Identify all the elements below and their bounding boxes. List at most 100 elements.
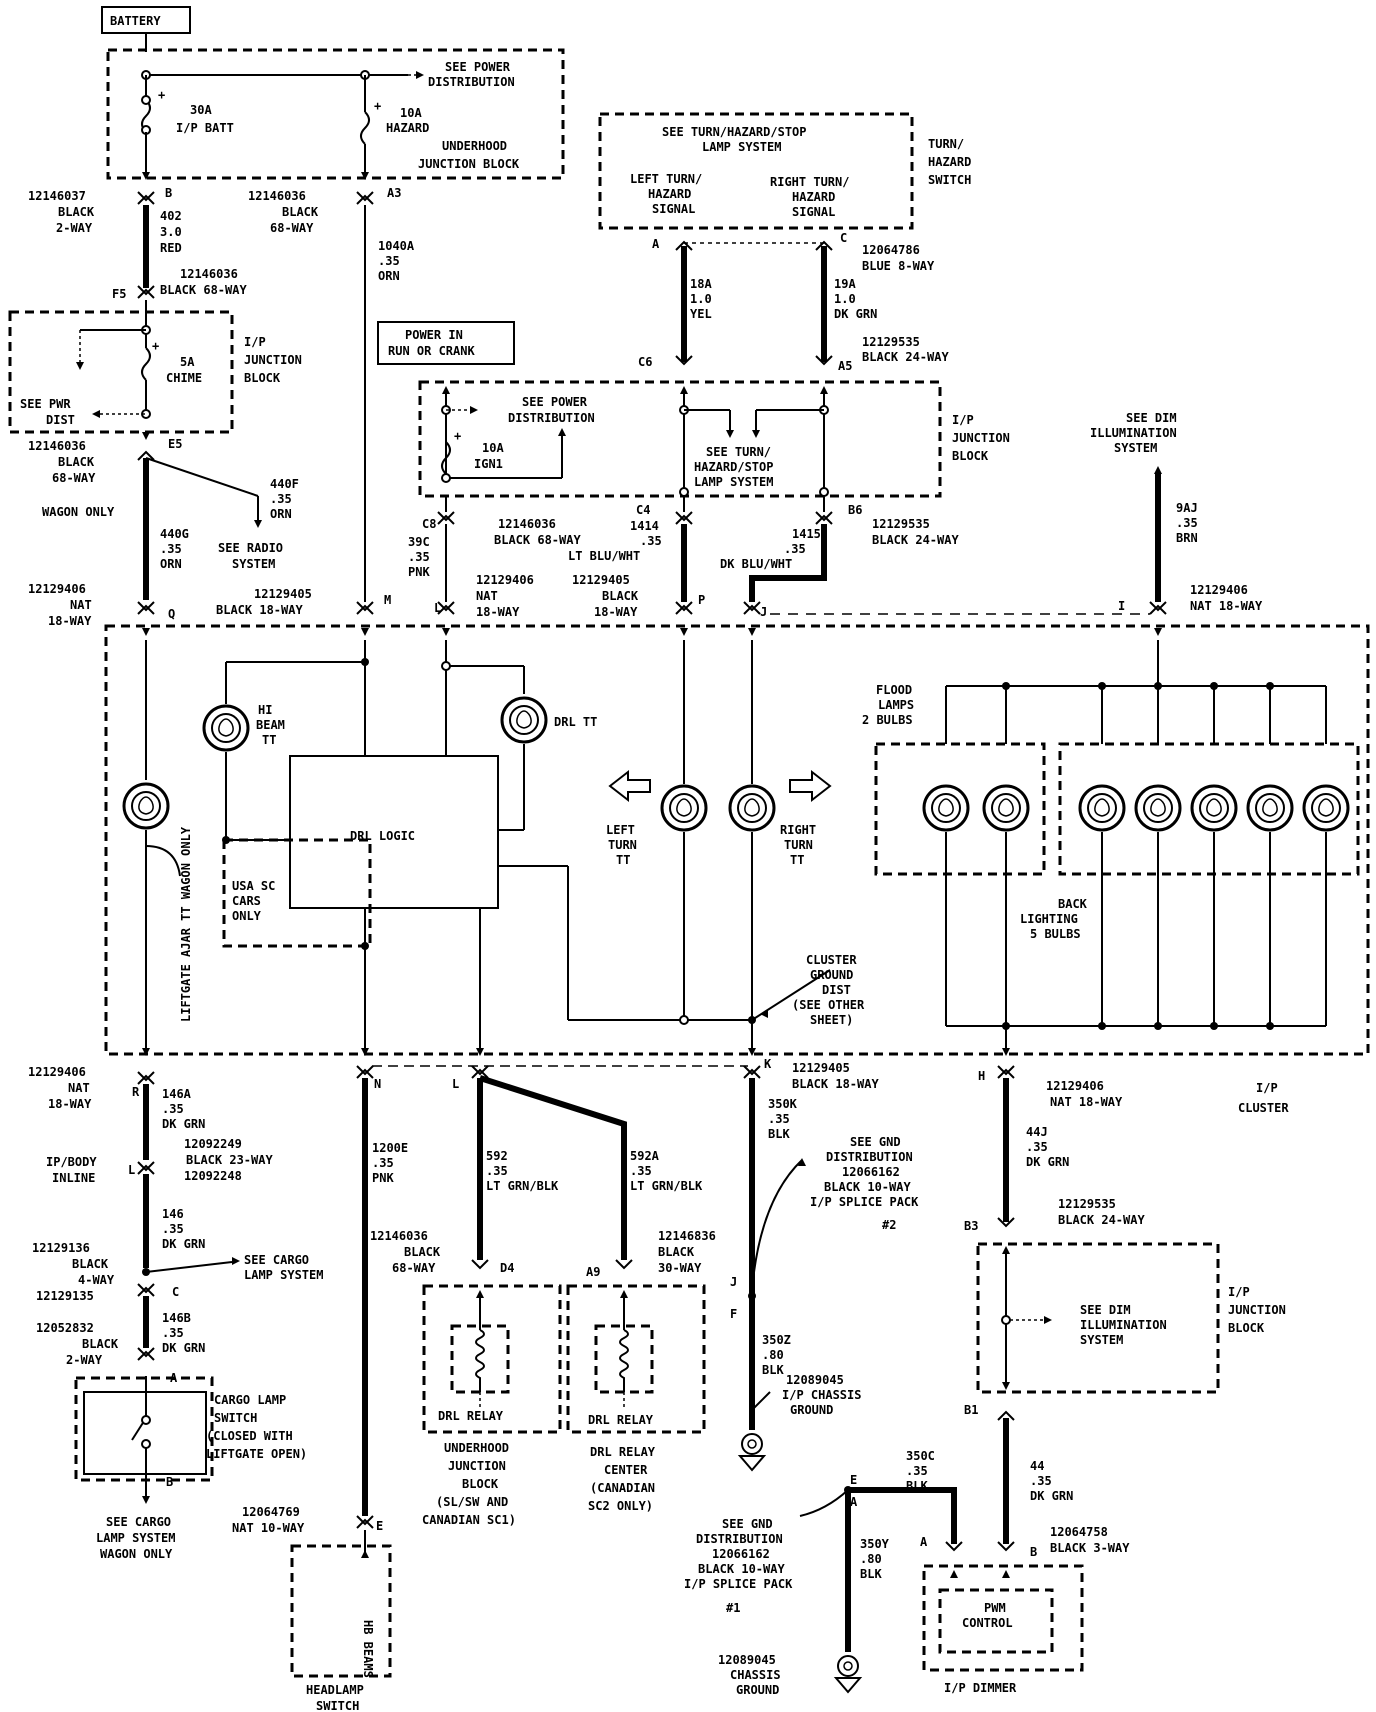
- ip-junction-block-1: [8, 310, 234, 434]
- pin-j: J: [760, 605, 767, 619]
- pin-l-3: L: [452, 1077, 459, 1091]
- fuse-plus-icon: +: [158, 88, 165, 102]
- ip-chassis-ground-icon: [739, 1433, 765, 1471]
- pin-c6: C6: [638, 355, 652, 369]
- pin-q: Q: [168, 607, 175, 621]
- chassis-ground-icon: [835, 1655, 861, 1693]
- pin-p: P: [698, 593, 705, 607]
- pin-a5: A5: [838, 359, 852, 373]
- fuse-plus-icon: +: [454, 429, 461, 443]
- left-arrow-icon: [608, 769, 651, 803]
- underhood-junction-block: [106, 48, 565, 180]
- right-arrow-icon: [789, 769, 832, 803]
- turn-hazard-switch: [598, 112, 914, 230]
- wagon-only-label: WAGON ONLY: [42, 505, 115, 519]
- drl-relay-label-2: DRL RELAY: [588, 1413, 654, 1427]
- fuse-chime-icon: [141, 347, 151, 381]
- pin-b-4: B: [1030, 1545, 1037, 1559]
- flood-lamps-box: [874, 742, 1046, 876]
- fuse-plus-icon: +: [374, 99, 381, 113]
- liftgate-ajar-bulb-icon: [122, 782, 170, 830]
- drl-tt-label: DRL TT: [554, 715, 597, 729]
- fuse-ign1-name: IGN1: [474, 457, 503, 471]
- back-lighting-box: [1058, 742, 1360, 876]
- pin-e5: E5: [168, 437, 182, 451]
- fuse-batt-amp: 30A: [190, 103, 212, 117]
- ip-cluster-box: [104, 624, 1370, 1056]
- flood-lamp-bulb-icon: [982, 784, 1030, 832]
- ip-junction-block-2: [418, 380, 942, 498]
- back-light-bulb-icon: [1078, 784, 1126, 832]
- power-in-box: [377, 321, 515, 365]
- liftgate-ajar-label: LIFTGATE AJAR TT WAGON ONLY: [179, 826, 193, 1022]
- fuse-chime-name: CHIME: [166, 371, 202, 385]
- pin-a-4: A: [920, 1535, 928, 1549]
- pin-a: A: [652, 237, 660, 251]
- drl-logic-module: [289, 755, 499, 909]
- fuse-ign1-amp: 10A: [482, 441, 504, 455]
- pin-l: L: [434, 601, 441, 615]
- fuse-plus-icon: +: [152, 339, 159, 353]
- ip-junction-block-3: [976, 1242, 1220, 1394]
- back-light-bulb-icon: [1302, 784, 1350, 832]
- pin-l-2: L: [128, 1163, 135, 1177]
- pin-f5: F5: [112, 287, 126, 301]
- pin-c-2: C: [172, 1285, 179, 1299]
- headlamp-switch-box: [290, 1544, 392, 1678]
- pwm-control-module: [938, 1588, 1054, 1654]
- pin-b-2: B: [166, 1475, 173, 1489]
- pin-a9: A9: [586, 1265, 600, 1279]
- battery-label: BATTERY: [110, 14, 161, 28]
- fuse-batt-name: I/P BATT: [176, 121, 234, 135]
- underhood-jb-relay-box: [422, 1284, 562, 1434]
- fuse-chime-amp: 5A: [180, 355, 195, 369]
- pin-k: K: [764, 1057, 772, 1071]
- wire-1415: [749, 524, 827, 602]
- back-light-bulb-icon: [1134, 784, 1182, 832]
